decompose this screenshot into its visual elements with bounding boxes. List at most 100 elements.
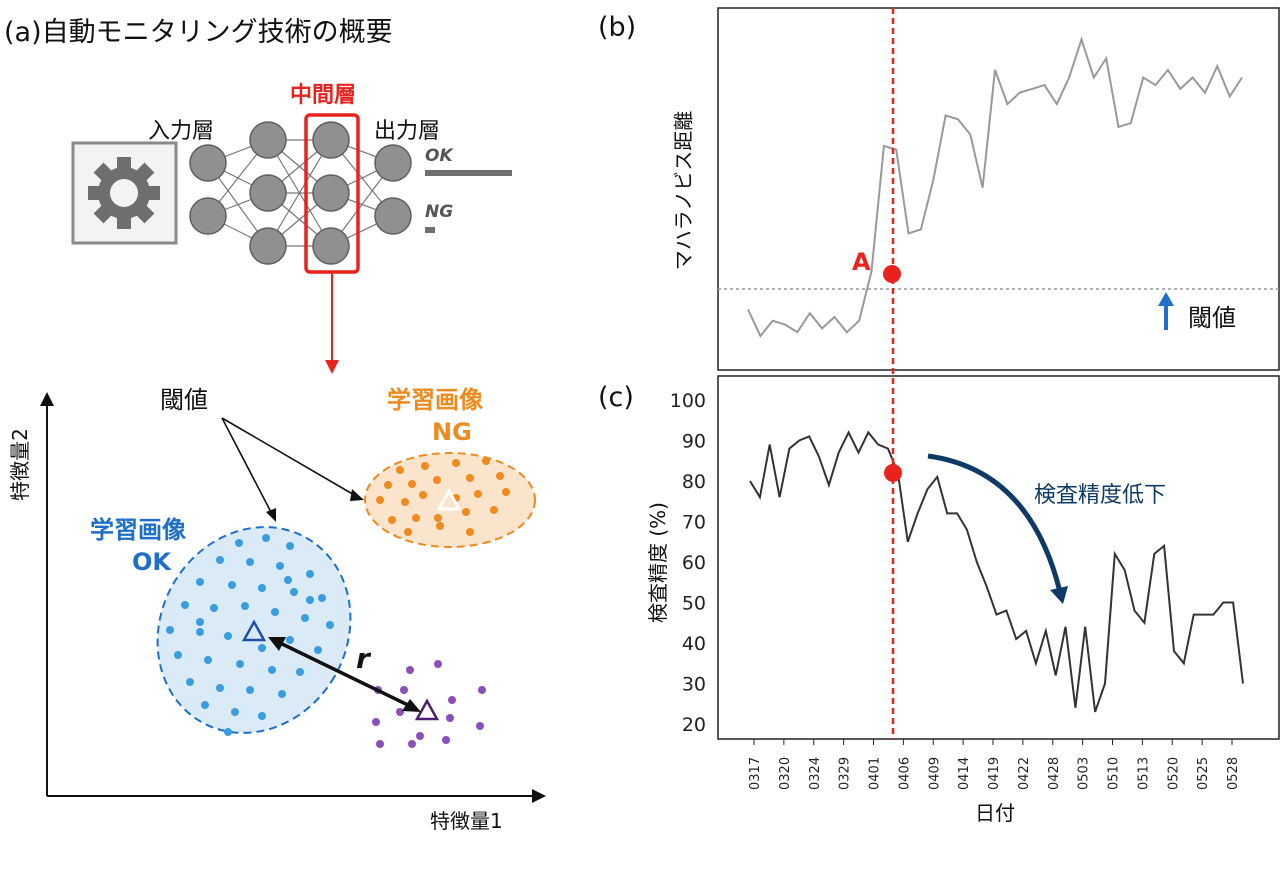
date-x-tick-label: 0528	[1226, 757, 1241, 790]
ok-sample-dot	[276, 562, 284, 570]
output-node	[374, 197, 412, 235]
ok-sample-dot	[186, 678, 194, 686]
ng-sample-dot	[490, 506, 498, 514]
ng-sample-dot	[433, 476, 441, 484]
ok-sample-dot	[296, 668, 304, 676]
ok-sample-dot	[210, 604, 218, 612]
ok-sample-dot	[216, 556, 224, 564]
ng-output-bar	[425, 227, 435, 233]
ok-sample-dot	[268, 666, 276, 674]
middle-layer-arrowhead	[325, 360, 339, 374]
hidden-node	[249, 121, 287, 159]
threshold-label-a: 閾値	[160, 386, 208, 414]
ok-sample-dot	[258, 712, 266, 720]
threshold-arrowhead-ok	[266, 508, 276, 522]
ok-centroid-triangle	[241, 619, 267, 642]
date-x-tick-label: 0513	[1136, 757, 1151, 790]
ok-sample-dot	[231, 708, 239, 716]
distance-arrowhead-start	[268, 637, 286, 651]
test-sample-dot	[376, 740, 384, 748]
panel-b-frame	[717, 7, 1280, 371]
input-node	[189, 197, 227, 235]
ok-sample-dot	[204, 656, 212, 664]
ok-sample-dot	[314, 646, 322, 654]
test-sample-dot	[446, 714, 454, 722]
ok-sample-dot	[241, 602, 249, 610]
accuracy-y-tick-label: 50	[682, 593, 706, 615]
threshold-up-arrowhead	[1158, 292, 1174, 306]
threshold-arrowhead-ng	[350, 489, 364, 501]
threshold-label-b: 閾値	[1188, 304, 1236, 332]
accuracy-series-line	[749, 430, 1244, 713]
accuracy-y-tick-label: 100	[670, 390, 706, 412]
date-x-tick-label: 0428	[1047, 757, 1062, 790]
feature1-axis-label: 特徴量1	[430, 809, 503, 833]
accuracy-y-tick-label: 40	[682, 633, 706, 655]
ok-sample-dot	[166, 626, 174, 634]
ng-sample-dot	[421, 462, 429, 470]
date-x-tick-label: 0406	[897, 757, 912, 790]
accuracy-y-tick-label: 30	[682, 674, 706, 696]
ok-sample-dot	[284, 576, 292, 584]
date-x-tick-label: 0525	[1196, 757, 1211, 790]
accuracy-y-tick-label: 60	[682, 552, 706, 574]
ok-sample-dot	[286, 542, 294, 550]
accuracy-y-tick-label: 20	[682, 714, 706, 736]
ok-sample-dot	[258, 584, 266, 592]
train-ng-label-1: 学習画像	[387, 386, 483, 414]
accuracy-drop-arrowhead	[1050, 586, 1068, 604]
ok-cluster-boundary	[156, 526, 352, 734]
ok-sample-dot	[235, 539, 243, 547]
test-sample-dot	[434, 660, 442, 668]
ng-sample-dot	[388, 516, 396, 524]
panel-a-title: (a)自動モニタリング技術の概要	[4, 17, 393, 48]
date-x-tick-label: 0419	[987, 757, 1002, 790]
test-sample-dot	[408, 740, 416, 748]
accuracy-drop-annotation: 検査精度低下	[1034, 483, 1167, 508]
input-layer-label: 入力層	[148, 119, 215, 144]
middle-node	[312, 227, 350, 265]
ng-sample-dot	[466, 474, 474, 482]
date-x-tick-label: 0520	[1166, 757, 1181, 790]
test-sample-dot	[478, 686, 486, 694]
ng-sample-dot	[376, 496, 384, 504]
ng-sample-dot	[396, 466, 404, 474]
panel-c-frame	[717, 375, 1280, 740]
ng-sample-dot	[496, 472, 504, 480]
ng-sample-dot	[462, 508, 470, 516]
ng-output-label: NG	[425, 202, 454, 222]
date-x-tick-label: 0422	[1017, 757, 1032, 790]
ok-sample-dot	[290, 588, 298, 596]
ng-sample-dots	[376, 457, 510, 536]
gear-icon	[88, 157, 160, 229]
ng-sample-dot	[482, 457, 490, 465]
ok-sample-dot	[224, 728, 232, 736]
ok-sample-dot	[326, 621, 334, 629]
ng-sample-dot	[384, 481, 392, 489]
ok-sample-dot	[196, 628, 204, 636]
middle-node	[312, 174, 350, 212]
test-sample-dot	[400, 686, 408, 694]
date-x-tick-label: 0503	[1077, 757, 1092, 790]
hidden-layer-label: 中間層	[290, 83, 357, 108]
date-x-tick-label: 0510	[1107, 757, 1122, 790]
ok-output-label: OK	[425, 146, 453, 166]
ng-sample-dot	[434, 514, 442, 522]
test-sample-dot	[476, 722, 484, 730]
date-x-label: 日付	[975, 801, 1015, 825]
ok-sample-dot	[246, 558, 254, 566]
middle-node	[312, 121, 350, 159]
ng-sample-dot	[452, 459, 460, 467]
date-x-tick-label: 0409	[927, 757, 942, 790]
train-ng-label-2: NG	[432, 418, 472, 446]
ng-sample-dot	[436, 522, 444, 530]
ok-sample-dot	[174, 651, 182, 659]
ok-sample-dot	[278, 690, 286, 698]
ok-output-bar	[425, 170, 512, 176]
date-x-tick-label: 0320	[778, 757, 793, 790]
train-ok-label-2: OK	[132, 548, 171, 576]
panel-b-chart	[717, 7, 1280, 371]
ok-sample-dot	[306, 570, 314, 578]
